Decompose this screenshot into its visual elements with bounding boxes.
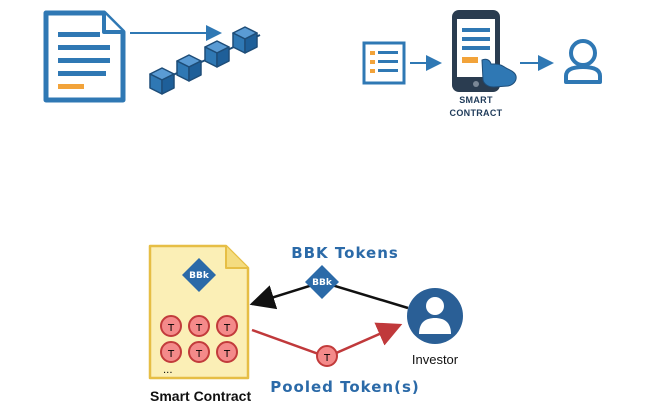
pooled-token-coin: T <box>316 345 338 367</box>
svg-text:T: T <box>195 323 203 334</box>
investor-avatar-icon <box>407 288 463 344</box>
token-grid: T T T T T T ... <box>160 315 238 376</box>
doc-bbk-label: BBk <box>189 271 210 281</box>
token-coin: T <box>160 315 182 337</box>
bbk-diamond-label: BBk <box>312 278 333 288</box>
smart-contract-label: Smart Contract <box>150 388 251 404</box>
token-coin: T <box>216 341 238 363</box>
token-coin: T <box>188 315 210 337</box>
svg-text:T: T <box>195 349 203 360</box>
document-icon <box>43 10 126 103</box>
svg-text:T: T <box>223 323 231 334</box>
list-icon <box>362 41 406 85</box>
pooled-tokens-title: Pooled Token(s) <box>270 378 420 396</box>
bbk-diamond: BBk <box>305 265 339 299</box>
blockchain-icon <box>149 26 261 95</box>
token-coin: T <box>188 341 210 363</box>
token-coin: T <box>160 341 182 363</box>
hand-pointer-icon <box>481 58 517 88</box>
smart-label-line1: SMART <box>459 95 493 105</box>
token-coin: T <box>216 315 238 337</box>
svg-text:T: T <box>167 349 175 360</box>
svg-text:T: T <box>323 353 331 364</box>
bbk-tokens-title: BBK Tokens <box>291 244 399 262</box>
svg-text:T: T <box>223 349 231 360</box>
smart-label-line2: CONTRACT <box>450 108 503 118</box>
investor-label: Investor <box>412 352 459 367</box>
token-ellipsis: ... <box>163 365 173 376</box>
svg-text:T: T <box>167 323 175 334</box>
user-icon <box>564 39 602 84</box>
doc-bbk-diamond: BBk <box>182 258 216 292</box>
